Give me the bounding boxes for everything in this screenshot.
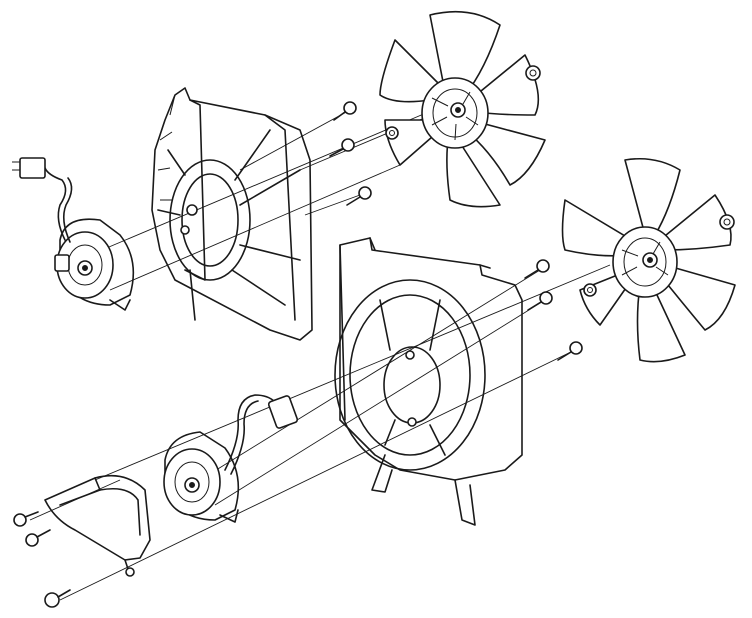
bolt-icon	[557, 341, 583, 361]
upper-fan-blade	[379, 10, 546, 208]
motor-bracket-cover	[44, 474, 151, 577]
upper-fan-shroud	[151, 87, 313, 341]
upper-motor-connector	[12, 157, 73, 243]
bolt-icon	[329, 138, 355, 157]
bolt-icon	[333, 101, 357, 121]
bracket-bolts	[13, 511, 71, 608]
leader-lines	[29, 74, 726, 601]
nut-icon	[719, 214, 735, 230]
lower-bolts	[524, 214, 735, 361]
lower-fan-motor	[163, 431, 240, 523]
bolt-icon	[25, 529, 51, 547]
lower-fan-blade	[561, 157, 736, 363]
bolt-icon	[44, 589, 71, 608]
lower-fan-shroud	[334, 237, 523, 526]
bolt-icon	[346, 186, 372, 206]
nut-icon	[583, 283, 597, 297]
upper-fan-motor	[54, 218, 135, 311]
nut-icon	[525, 65, 541, 81]
upper-bolts	[329, 65, 541, 206]
bolt-icon	[527, 291, 553, 311]
nut-icon	[385, 126, 399, 140]
bolt-icon	[524, 259, 550, 279]
lower-motor-connector	[224, 394, 299, 475]
bolt-icon	[13, 511, 39, 527]
